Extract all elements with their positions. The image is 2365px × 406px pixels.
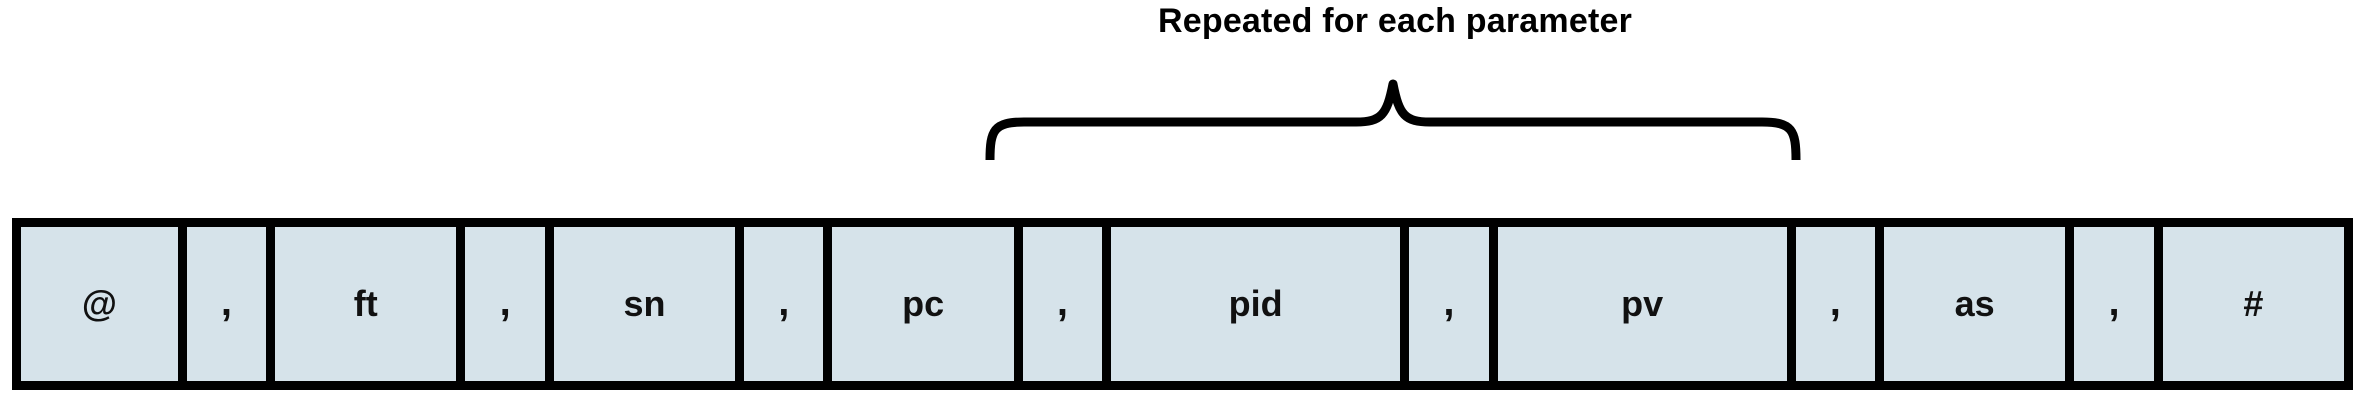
message-frame-table: @, ft, sn, pc, pid, pv, as, # <box>12 218 2353 390</box>
frame-cell-field: # <box>2153 227 2344 381</box>
frame-cell-separator: , <box>177 227 267 381</box>
comma-glyph: , <box>1056 280 1068 324</box>
frame-cell-field: pc <box>823 227 1014 381</box>
frame-cell-separator: , <box>456 227 545 381</box>
frame-cell-field: @ <box>21 227 178 381</box>
frame-cell-separator: , <box>1786 227 1876 381</box>
frame-cell-field: as <box>1875 227 2066 381</box>
frame-cell-separator: , <box>1013 227 1103 381</box>
frame-cell-field: sn <box>544 227 736 381</box>
comma-glyph: , <box>2108 280 2120 324</box>
comma-glyph: , <box>499 280 511 324</box>
frame-cell-field: pv <box>1488 227 1787 381</box>
frame-cell-field: pid <box>1102 227 1401 381</box>
frame-cell-separator: , <box>1400 227 1489 381</box>
curly-brace-up-icon <box>985 79 1801 160</box>
frame-cell-separator: , <box>735 227 824 381</box>
frame-cell-field: ft <box>266 227 457 381</box>
comma-glyph: , <box>1443 280 1455 324</box>
frame-cell-separator: , <box>2065 227 2154 381</box>
comma-glyph: , <box>778 280 790 324</box>
comma-glyph: , <box>1829 280 1841 324</box>
repeated-parameter-label: Repeated for each parameter <box>1157 2 1633 40</box>
comma-glyph: , <box>220 280 233 324</box>
